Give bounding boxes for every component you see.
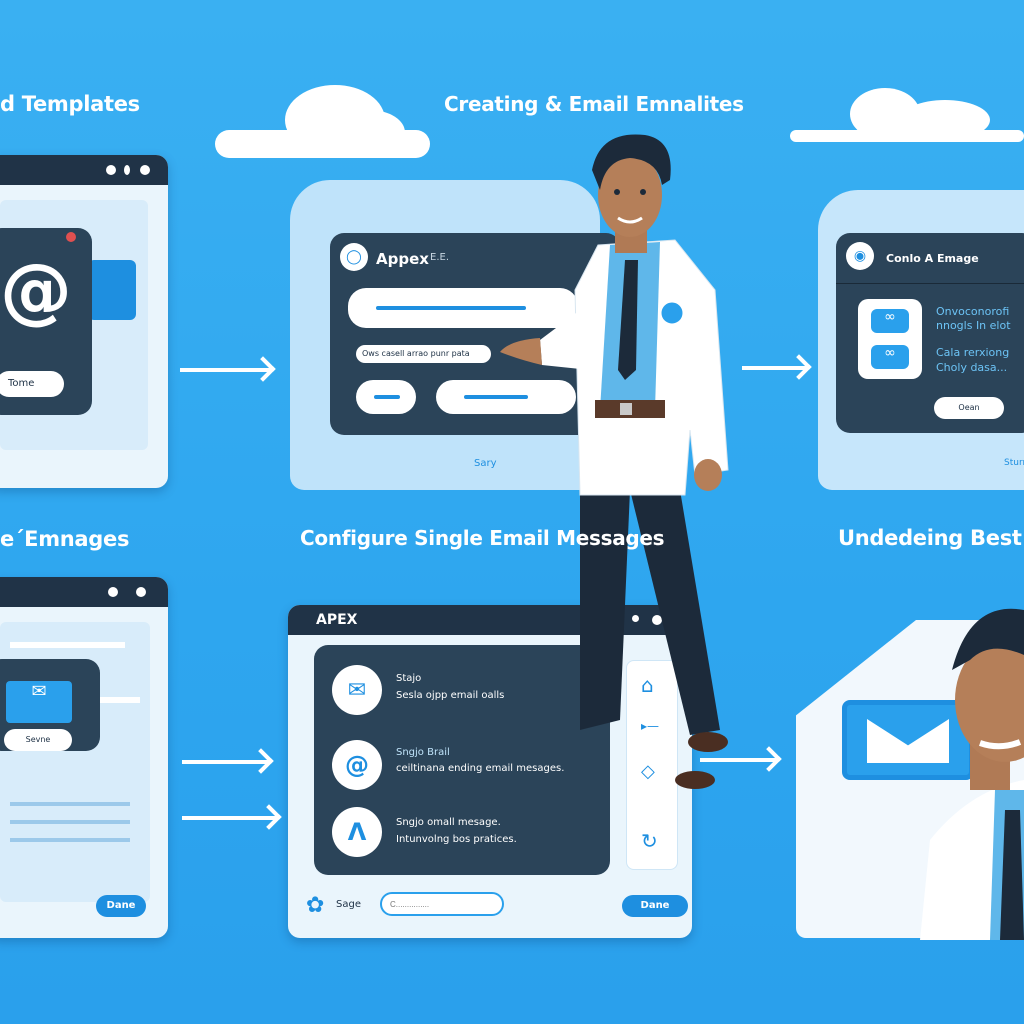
envelope-icon: ✉ [6, 681, 72, 723]
save-button[interactable]: Sevne [4, 729, 72, 751]
apex-title-suffix: E.E. [430, 252, 449, 263]
diamond-icon[interactable]: ◇ [641, 761, 655, 782]
card-title: Conlo A Emage [886, 252, 979, 265]
item-desc: Intunvolng bos pratices. [396, 834, 517, 845]
divider [836, 283, 1024, 284]
template-card: @ Tome [0, 228, 92, 415]
at-sign-icon: @ [332, 740, 382, 790]
window-dot[interactable] [140, 165, 150, 175]
desc-line: Onvoconorofi [936, 305, 1010, 318]
heading-creating-email: Creating & Email Emnalites [444, 92, 744, 116]
shield-icon: ◯ [340, 243, 368, 271]
window-apex: APEX ✉ Stajo Sesla ojpp email oalls @ Sn… [288, 605, 692, 938]
footer-label: Sage [336, 899, 361, 910]
cloud [335, 110, 405, 155]
done-button[interactable]: Dane [96, 895, 146, 917]
apex-title: Appex [376, 250, 429, 268]
link-icon: ∞ [871, 345, 909, 369]
options-card: ✉ Stajo Sesla ojpp email oalls @ Sngjo B… [314, 645, 610, 875]
footer-input[interactable] [380, 892, 504, 916]
window-dot[interactable] [652, 615, 662, 625]
done-button[interactable]: Dane [622, 895, 688, 917]
at-sign-icon: @ [0, 248, 72, 332]
email-input[interactable] [348, 288, 578, 328]
flow-arrow [180, 368, 270, 372]
envelope-icon: ✉ [332, 665, 382, 715]
item-title: Stajo [396, 673, 422, 684]
arrow-icon[interactable]: ▸— [641, 719, 660, 733]
window-title: APEX [316, 612, 358, 628]
flow-arrow [182, 760, 268, 764]
window-dot[interactable] [136, 587, 146, 597]
heading-emnages: e´Emnages [0, 527, 130, 551]
long-button[interactable] [436, 380, 576, 414]
titlebar [0, 577, 168, 607]
desc-line: Choly dasa... [936, 361, 1008, 374]
item-desc: Sesla ojpp email oalls [396, 690, 505, 701]
window-dot[interactable] [124, 165, 130, 175]
footer-text: Sary [474, 458, 497, 469]
flow-arrow [742, 366, 806, 370]
cloud [900, 100, 990, 140]
target-icon: ◉ [846, 242, 874, 270]
heading-configure: Configure Single Email Messages [300, 526, 665, 550]
item-desc: ceiltinana ending email mesages. [396, 763, 565, 774]
a-logo-icon: Λ [332, 807, 382, 857]
refresh-icon[interactable]: ↻ [641, 829, 658, 853]
flower-icon: ✿ [306, 893, 325, 918]
footer-text: Sturr [1004, 458, 1024, 468]
short-button[interactable] [356, 380, 416, 414]
presenter-figure [500, 134, 729, 789]
apex-card: ◯ Appex E.E. Ows casell arrao punr pata [330, 233, 620, 435]
window-dot[interactable] [632, 615, 639, 622]
flow-arrow [700, 758, 776, 762]
heading-best: Undedeing Best [838, 526, 1022, 550]
side-toolbar: ⌂ ▸— ◇ ↻ [626, 660, 678, 870]
create-email-card: ◉ Conlo A Emage ∞ ∞ Onvoconorofi nnogls … [836, 233, 1024, 433]
desc-line: nnogls In elot [936, 319, 1011, 332]
flow-arrow [182, 816, 276, 820]
link-icon: ∞ [871, 309, 909, 333]
item-title: Sngjo Brail [396, 747, 450, 758]
clean-button[interactable]: Oean [934, 397, 1004, 419]
titlebar [0, 155, 168, 185]
window-dot[interactable] [106, 165, 116, 175]
badge-dot [66, 232, 76, 242]
man-portrait [920, 608, 1024, 940]
inbox-icon[interactable]: ⌂ [641, 673, 654, 697]
hint-chip: Ows casell arrao punr pata [356, 345, 491, 363]
desc-line: Cala rerxiong [936, 346, 1010, 359]
item-title: Sngjo omall mesage. [396, 817, 501, 828]
tome-button[interactable]: Tome [0, 371, 64, 397]
heading-templates: d Templates [0, 92, 140, 116]
window-templates: @ Tome [0, 155, 168, 488]
message-card: ✉ Sevne [0, 659, 100, 751]
blue-tab [88, 260, 136, 320]
link-icons-tile: ∞ ∞ [858, 299, 922, 379]
window-messages: ✉ Sevne Dane [0, 577, 168, 938]
window-dot[interactable] [108, 587, 118, 597]
